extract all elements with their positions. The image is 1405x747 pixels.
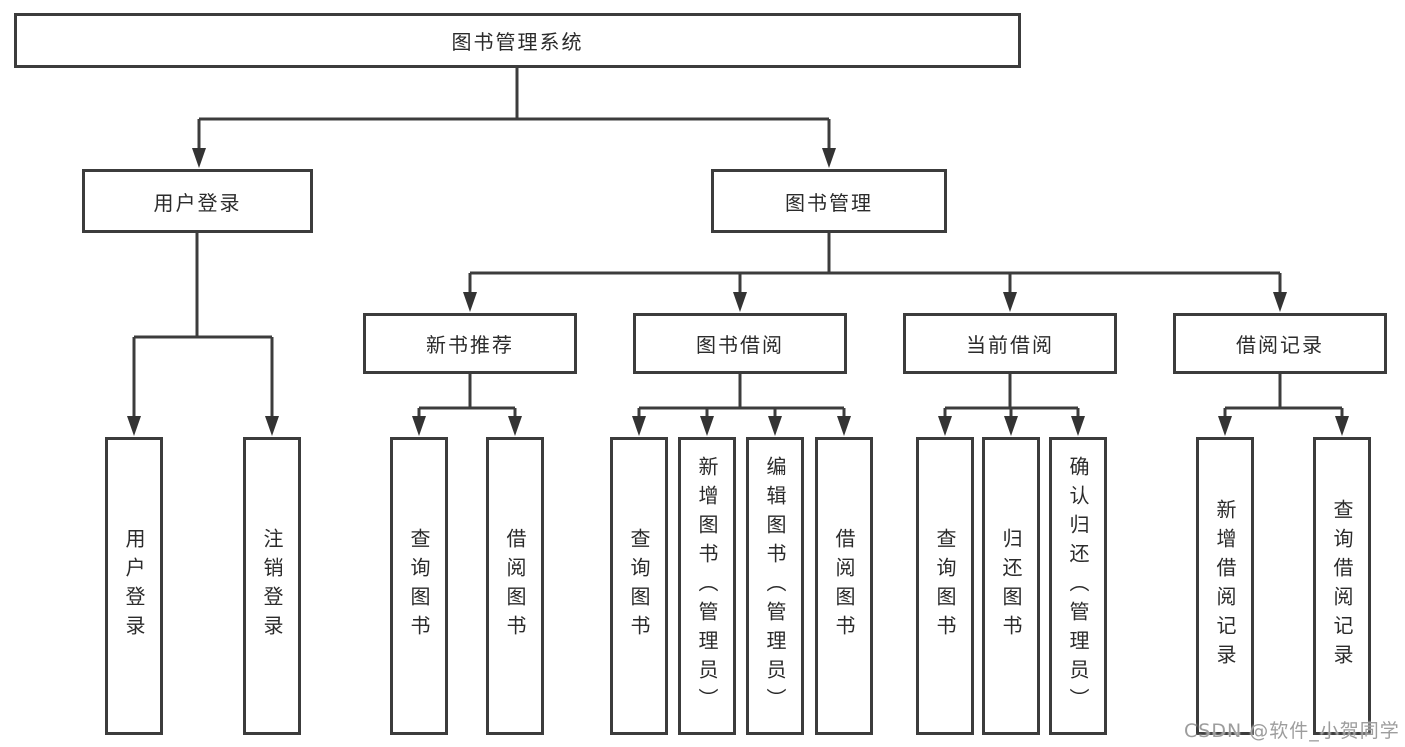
node-label: 新增借阅记录 — [1213, 499, 1237, 673]
node-label: 注销登录 — [260, 528, 284, 644]
connector-sec1 — [637, 374, 846, 424]
node-book-borrow: 图书借阅 — [633, 313, 847, 374]
node-label: 用户登录 — [122, 528, 146, 644]
node-label: 借阅图书 — [832, 528, 856, 644]
node-leaf-query-books: 查询图书 — [610, 437, 668, 735]
node-label: 新增图书（管理员） — [695, 455, 719, 717]
node-label: 查询图书 — [627, 528, 651, 644]
arrow-icon — [1004, 416, 1018, 436]
node-leaf-add-borrow-record: 新增借阅记录 — [1196, 437, 1254, 735]
node-borrow-record: 借阅记录 — [1173, 313, 1387, 374]
node-label: 确认归还（管理员） — [1066, 455, 1090, 717]
node-leaf-edit-book-admin: 编辑图书（管理员） — [746, 437, 804, 735]
node-leaf-logout: 注销登录 — [243, 437, 301, 735]
node-label: 当前借阅 — [966, 333, 1054, 357]
node-leaf-add-book-admin: 新增图书（管理员） — [678, 437, 736, 735]
arrow-icon — [632, 416, 646, 436]
connector-manage — [468, 233, 1282, 300]
node-leaf-user-login: 用户登录 — [105, 437, 163, 735]
connector-sec3 — [1223, 374, 1344, 424]
node-label: 借阅记录 — [1236, 333, 1324, 357]
connector-sec0 — [417, 374, 517, 424]
node-book-management: 图书管理 — [711, 169, 947, 233]
node-leaf-query-borrow-record: 查询借阅记录 — [1313, 437, 1371, 735]
node-leaf-confirm-return-admin: 确认归还（管理员） — [1049, 437, 1107, 735]
node-leaf-borrow-books: 借阅图书 — [815, 437, 873, 735]
arrow-icon — [733, 292, 747, 312]
node-leaf-borrow-books: 借阅图书 — [486, 437, 544, 735]
arrow-icon — [508, 416, 522, 436]
arrow-icon — [1218, 416, 1232, 436]
csdn-watermark: CSDN @软件_小贺同学 — [1184, 720, 1400, 742]
node-label: 图书管理系统 — [451, 30, 584, 54]
arrow-icon — [768, 416, 782, 436]
arrow-icon — [1335, 416, 1349, 436]
node-label: 新书推荐 — [426, 333, 514, 357]
connector-root — [197, 68, 831, 156]
node-leaf-return-books: 归还图书 — [982, 437, 1040, 735]
node-label: 图书借阅 — [696, 333, 784, 357]
arrow-icon — [192, 148, 206, 168]
arrow-icon — [463, 292, 477, 312]
node-label: 编辑图书（管理员） — [763, 455, 787, 717]
arrow-icon — [127, 416, 141, 436]
arrow-icon — [1003, 292, 1017, 312]
node-label: 用户登录 — [153, 190, 242, 215]
arrowheads — [127, 148, 1349, 436]
node-label: 图书管理 — [785, 190, 873, 215]
node-leaf-query-books: 查询图书 — [390, 437, 448, 735]
arrow-icon — [837, 416, 851, 436]
node-label: 查询图书 — [933, 528, 957, 644]
node-current-borrow: 当前借阅 — [903, 313, 1117, 374]
node-user-login: 用户登录 — [82, 169, 313, 233]
arrow-icon — [822, 148, 836, 168]
node-new-book-recommend: 新书推荐 — [363, 313, 577, 374]
node-library-system: 图书管理系统 — [14, 13, 1021, 68]
arrow-icon — [1071, 416, 1085, 436]
arrow-icon — [265, 416, 279, 436]
node-label: 查询图书 — [407, 528, 431, 644]
arrow-icon — [700, 416, 714, 436]
arrow-icon — [412, 416, 426, 436]
node-label: 借阅图书 — [503, 528, 527, 644]
node-leaf-query-books: 查询图书 — [916, 437, 974, 735]
arrow-icon — [1273, 292, 1287, 312]
node-label: 查询借阅记录 — [1330, 499, 1354, 673]
node-label: 归还图书 — [999, 528, 1023, 644]
arrow-icon — [938, 416, 952, 436]
connector-login — [132, 233, 274, 424]
